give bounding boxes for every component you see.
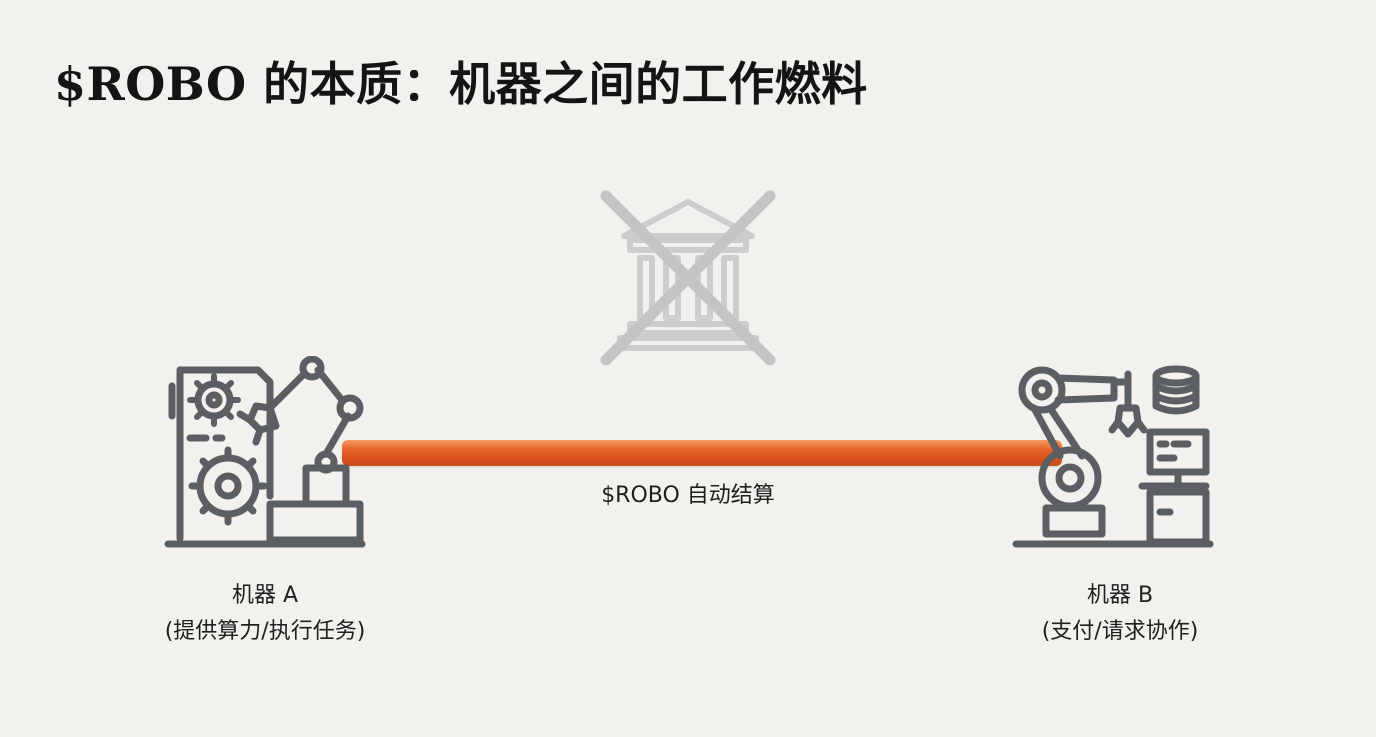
machine-a-role: (提供算力/执行任务) [164,619,366,644]
machine-b-role: (支付/请求协作) [1041,619,1199,644]
page-title: $ROBO 的本质：机器之间的工作燃料 [54,57,868,111]
settlement-link-bar [342,440,1062,466]
factory-robot-arm-icon [164,356,366,548]
robot-arm-workstation-icon [1012,365,1214,548]
machine-a-name: 机器 A [231,583,299,608]
machine-b-caption: 机器 B (支付/请求协作) [1000,578,1240,650]
machine-b-name: 机器 B [1086,583,1154,608]
machine-a-caption: 机器 A (提供算力/执行任务) [130,578,400,650]
bank-crossed-out-icon [600,190,776,366]
settlement-link-label: $ROBO 自动结算 [601,483,775,508]
